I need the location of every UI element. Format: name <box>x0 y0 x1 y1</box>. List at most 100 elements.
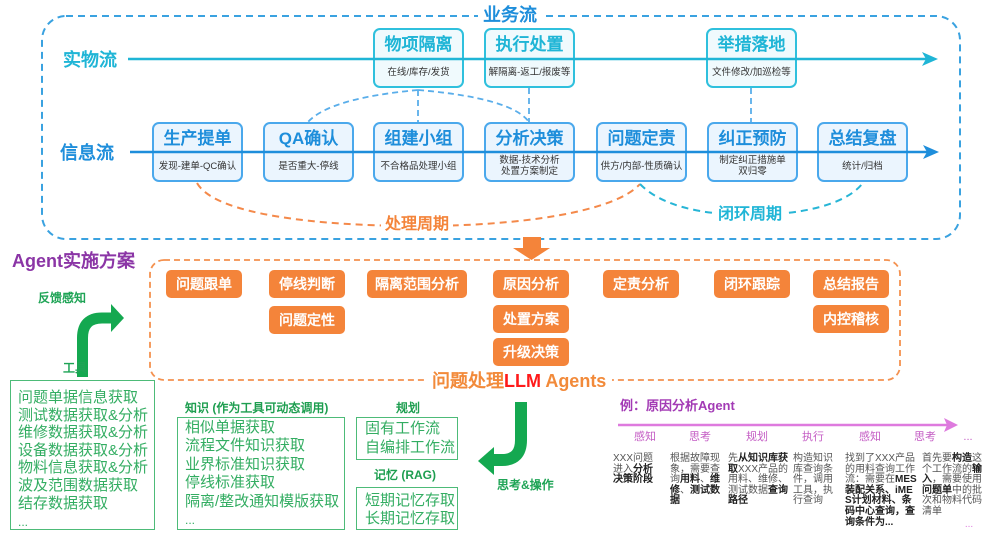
step-desc-line: 双归零 <box>738 166 767 177</box>
agent-line-stop-judgment: 停线判断 <box>269 270 345 298</box>
info-step-responsibility: 问题定责 供方/内部-性质确认 <box>596 122 687 182</box>
feedback-label: 反馈感知 <box>38 291 87 305</box>
step-text-bold: 维修 <box>670 474 720 496</box>
think-act-label: 思考&操作 <box>497 478 554 492</box>
step-text-bold: 测试数据 <box>670 484 720 507</box>
step-title: QA确认 <box>278 129 339 148</box>
step-desc: 是否重大-停线 <box>265 152 352 180</box>
step-desc: 不合格品处理小组 <box>375 152 462 180</box>
step-desc: 数据-技术分析处置方案制定 <box>486 152 573 180</box>
planning-title: 规划 <box>396 401 421 415</box>
step-title: 分析决策 <box>495 129 564 148</box>
memory-item: 长期记忆存取 <box>365 509 456 527</box>
step-title: 举措落地 <box>717 35 786 54</box>
step-text-bold: MES装配关系、iMES计划材料、条码中心查询，查询条件为... <box>845 474 917 528</box>
step-desc-line: 解隔离-返工/报废等 <box>488 66 571 78</box>
knowledge-item: 流程文件知识获取 <box>185 437 306 455</box>
step-text: 、 <box>680 484 690 496</box>
step-text-bold: 构造 <box>952 453 972 464</box>
physical-flow-label: 实物流 <box>63 50 117 70</box>
example-step-4: 构造知识库查询条件，调用工具，执行查询 <box>793 453 838 507</box>
step-title: 物项隔离 <box>384 35 453 54</box>
knowledge-title: 知识 (作为工具可动态调用) <box>185 401 329 415</box>
example-stage-perceive: 感知 <box>634 431 656 443</box>
planning-box: 固有工作流 自编排工作流 <box>356 417 458 460</box>
tool-item: 维修数据获取&分析 <box>18 424 149 442</box>
physical-step-disposal: 执行处置 解隔离-返工/报废等 <box>484 28 575 88</box>
step-text: 首先要 <box>922 453 952 464</box>
think-act-arrow-shaft <box>492 402 527 466</box>
tool-item: 物料信息获取&分析 <box>18 459 149 477</box>
physical-step-isolation: 物项隔离 在线/库存/发货 <box>373 28 464 88</box>
example-step-2: 根据故障现象，需要查询用料、维修、测试数据 <box>670 453 722 507</box>
agent-responsibility-analysis: 定责分析 <box>603 270 679 298</box>
memory-box: 短期记忆存取 长期记忆存取 <box>356 487 458 530</box>
agent-issue-tracking: 问题跟单 <box>166 270 242 298</box>
llm-agents-label-highlight: LLM <box>504 371 541 391</box>
physical-flow-arrowhead <box>922 52 938 66</box>
step-title: 生产提单 <box>163 129 232 148</box>
agent-escalation-decision: 升级决策 <box>493 338 569 366</box>
planning-item: 固有工作流 <box>365 420 441 437</box>
info-flow-label: 信息流 <box>60 143 114 163</box>
tool-item: 测试数据获取&分析 <box>18 406 149 424</box>
step-title: 组建小组 <box>384 129 453 148</box>
agent-root-cause-analysis: 原因分析 <box>493 270 569 298</box>
info-step-summary-review: 总结复盘 统计/归档 <box>817 122 908 182</box>
think-act-arrow-head <box>478 447 494 475</box>
agent-internal-audit: 内控稽核 <box>813 305 889 333</box>
knowledge-item: 隔离/整改通知模版获取 <box>185 492 340 510</box>
link-isolation-to-analysis <box>417 89 530 123</box>
step-title: 纠正预防 <box>718 129 787 148</box>
step-desc-line: 处置方案制定 <box>500 166 558 177</box>
info-step-form-team: 组建小组 不合格品处理小组 <box>373 122 464 182</box>
step-desc-line: 发现-建单-QC确认 <box>158 160 237 172</box>
step-text: 构造知识库查询条件，调用工具，执行查询 <box>793 453 833 507</box>
knowledge-item-more: ... <box>185 513 196 528</box>
step-text: 、 <box>700 474 710 486</box>
step-desc: 在线/库存/发货 <box>375 58 462 86</box>
step-text: 先 <box>728 453 738 464</box>
example-stage-think: 思考 <box>689 431 711 443</box>
example-step-3: 先从知识库获取XXX产品的用料、维修、测试数据查询路径 <box>728 453 791 507</box>
step-desc: 制定纠正措施单双归零 <box>709 152 796 180</box>
step-title: 执行处置 <box>495 35 564 54</box>
step-title: 问题定责 <box>607 129 676 148</box>
info-flow-arrowhead <box>923 145 939 159</box>
info-step-corrective-prevention: 纠正预防 制定纠正措施单双归零 <box>707 122 798 182</box>
step-desc-line: 供方/内部-性质确认 <box>600 160 683 172</box>
info-step-analysis-decision: 分析决策 数据-技术分析处置方案制定 <box>484 122 575 182</box>
feedback-arrow-shaft <box>77 312 113 377</box>
step-text: 中的批次和物料代码清单 <box>922 484 982 517</box>
example-step-1: XXX问题进入分析决策阶段 <box>613 453 658 486</box>
agent-isolation-scope-analysis: 隔离范围分析 <box>367 270 467 298</box>
step-desc: 统计/归档 <box>819 152 906 180</box>
step-desc: 供方/内部-性质确认 <box>598 152 685 180</box>
agent-summary-report: 总结报告 <box>813 270 889 298</box>
agent-plan-title: Agent实施方案 <box>12 251 135 271</box>
info-step-qa-confirm: QA确认 是否重大-停线 <box>263 122 354 182</box>
step-text: XXX问题进入 <box>613 453 654 475</box>
tool-item: 设备数据获取&分析 <box>18 441 149 459</box>
step-desc: 解隔离-返工/报废等 <box>486 58 573 86</box>
tool-item-more: ... <box>18 515 29 530</box>
info-step-production-ticket: 生产提单 发现-建单-QC确认 <box>152 122 243 182</box>
tools-box: 问题单据信息获取 测试数据获取&分析 维修数据获取&分析 设备数据获取&分析 物… <box>10 380 155 530</box>
example-stage-perceive-2: 感知 <box>859 431 881 443</box>
example-stage-execute: 执行 <box>802 431 824 443</box>
step-text-bold: 查询路径 <box>728 484 788 507</box>
example-step-5: 找到了XXX产品的用料查询工作流：需要在MES装配关系、iMES计划材料、条码中… <box>845 453 917 528</box>
step-links <box>307 88 752 123</box>
step-text: 根据故障现象，需要查询 <box>670 453 720 486</box>
step-desc-line: 制定纠正措施单 <box>719 155 786 166</box>
knowledge-item: 停线标准获取 <box>185 474 276 492</box>
tool-item: 问题单据信息获取 <box>18 389 139 406</box>
step-desc-line: 数据-技术分析 <box>499 155 560 166</box>
knowledge-item: 相似单据获取 <box>185 419 276 436</box>
step-text-bold: 分析决策阶段 <box>613 463 653 486</box>
step-title: 总结复盘 <box>828 129 897 148</box>
example-stage-more: ... <box>963 431 973 443</box>
step-text-bold: 从知识库获取 <box>728 453 788 475</box>
business-flow-title: 业务流 <box>478 4 542 26</box>
